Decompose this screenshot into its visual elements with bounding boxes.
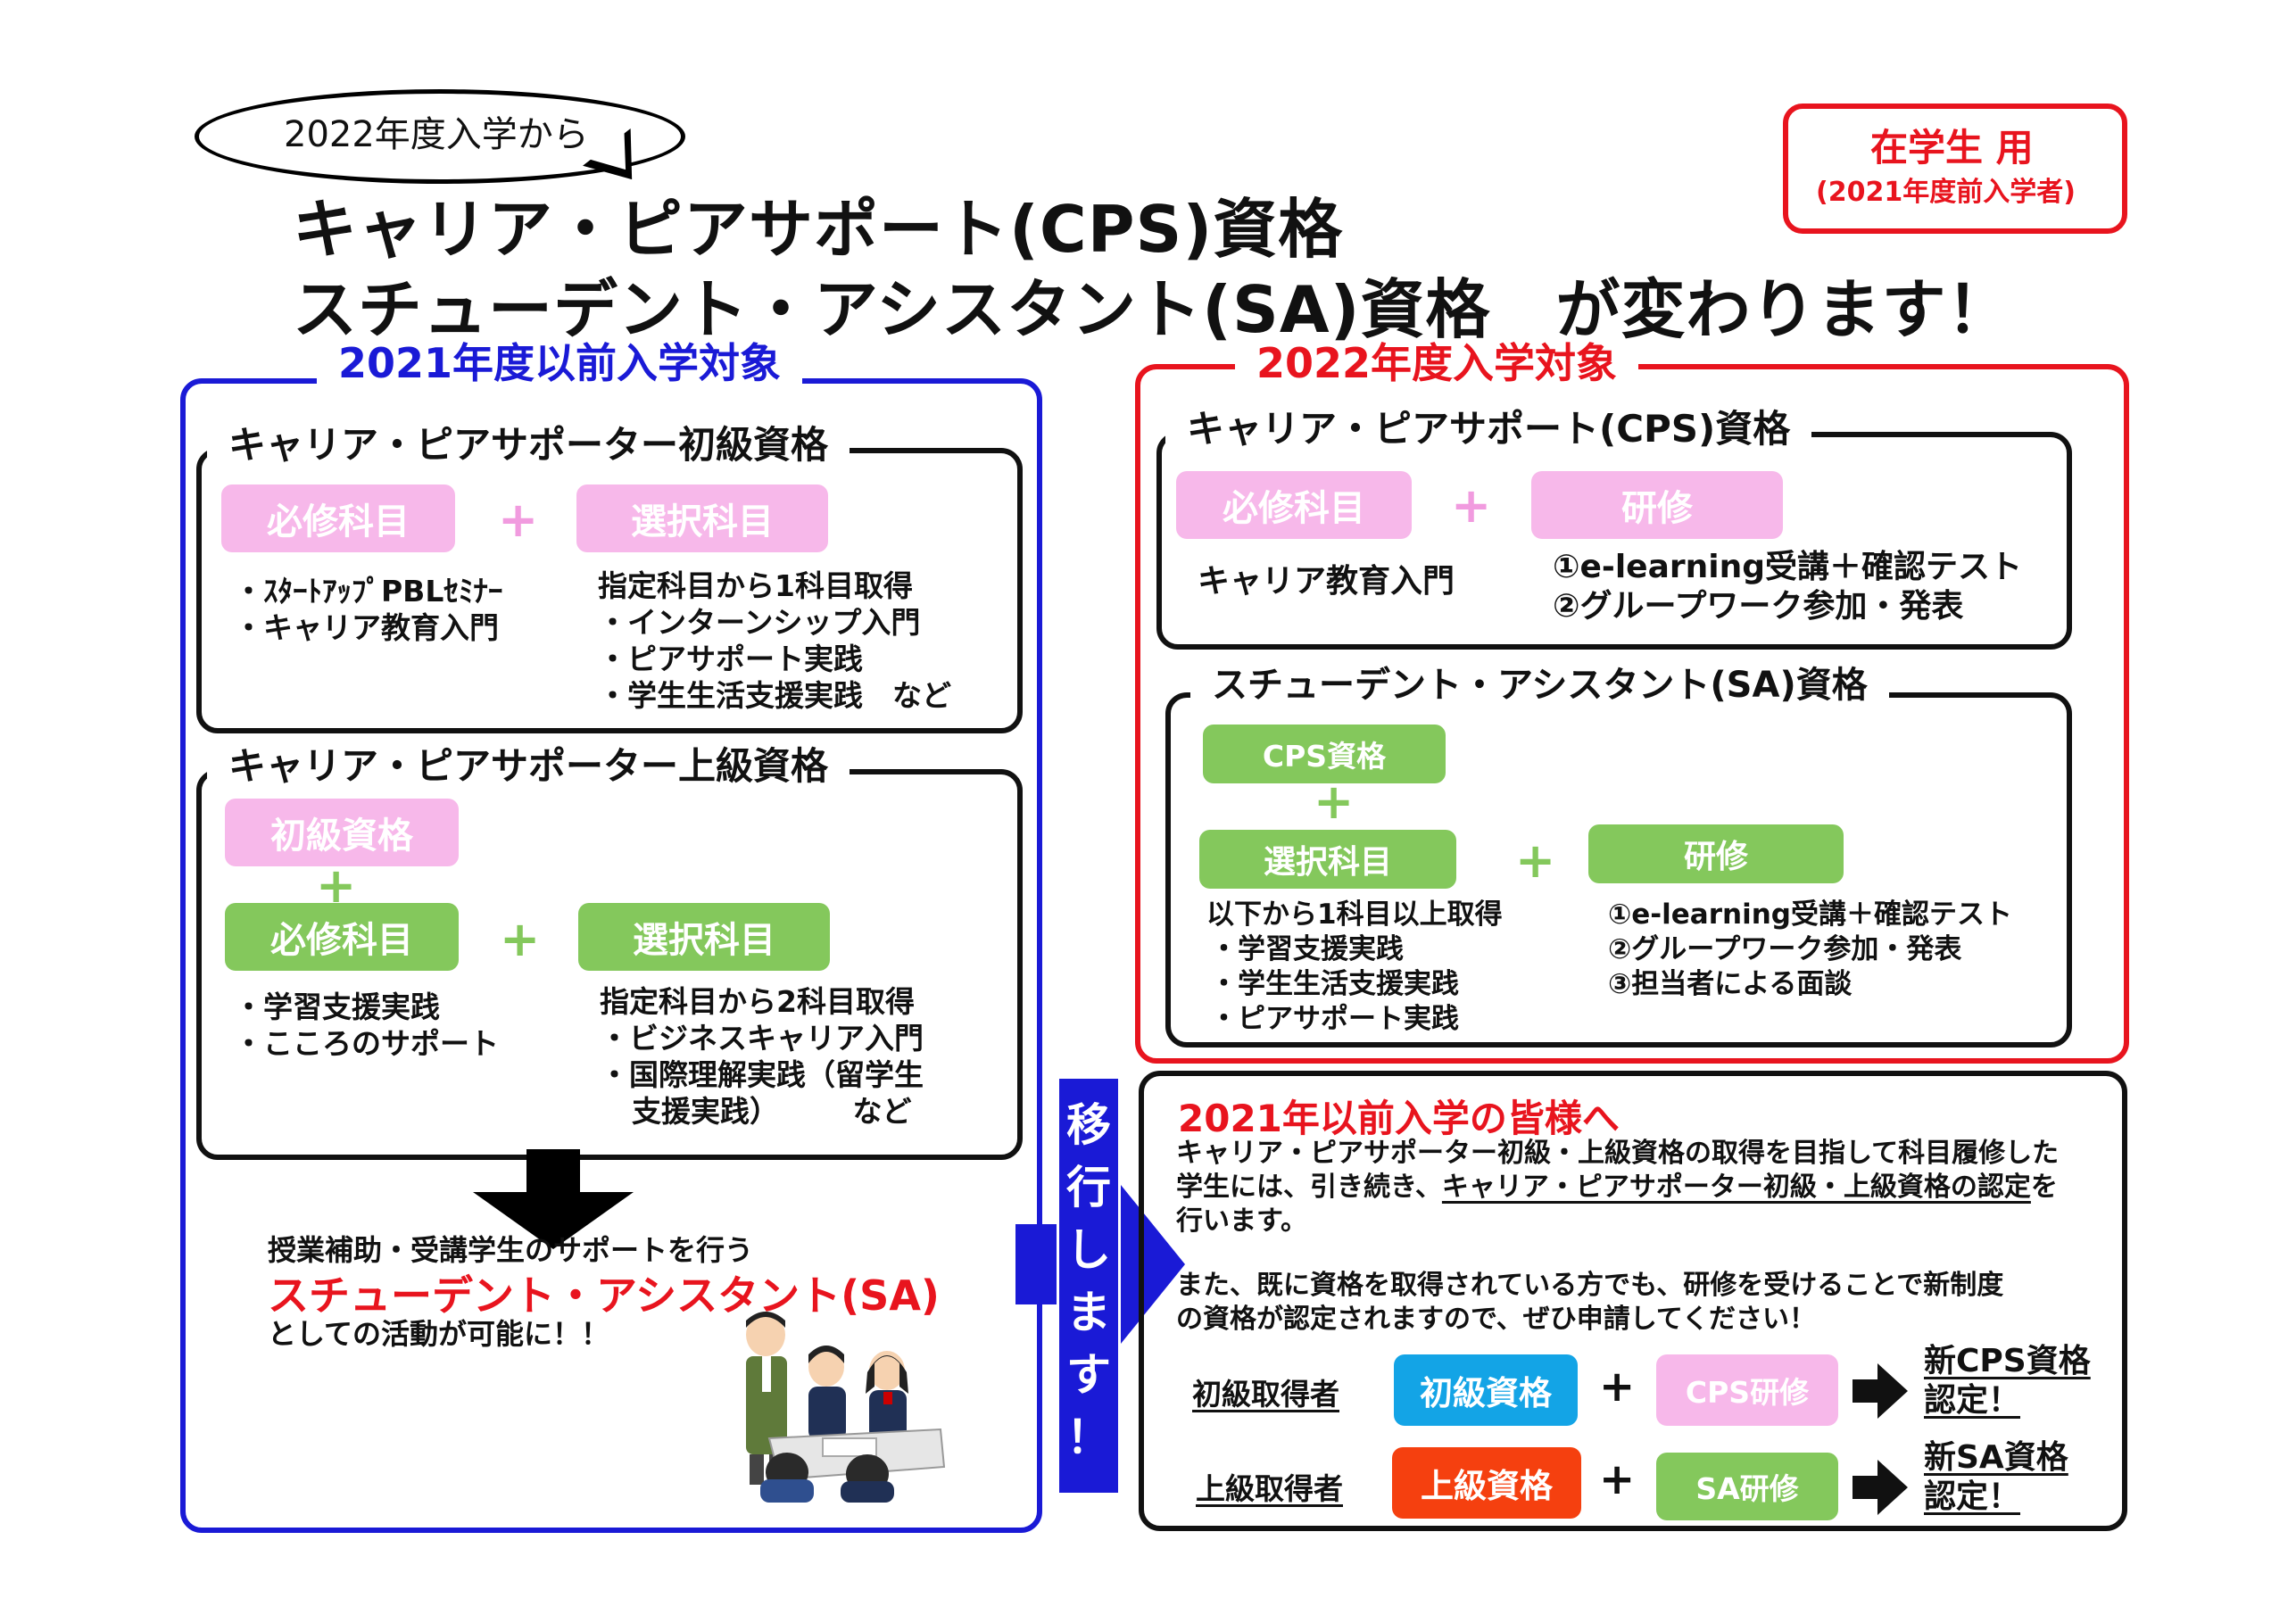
row1-result: 新CPS資格 認定！	[1924, 1343, 2091, 1419]
advanced-required-label: 必修科目	[225, 903, 459, 971]
right-arrow-icon	[1853, 1460, 1908, 1515]
sa-title: スチューデント・アシスタント(SA)資格	[1190, 667, 1889, 703]
plus-icon: +	[316, 857, 357, 914]
plus-icon: +	[500, 911, 541, 967]
row2-result: 新SA資格 認定！	[1924, 1439, 2068, 1515]
list-item: ①e-learning受講＋確認テスト	[1553, 549, 2023, 585]
advanced-elective-list: 指定科目から2科目取得 ・ビジネスキャリア入門 ・国際理解実践（留学生 支援実践…	[600, 983, 924, 1130]
left-panel-heading: 2021年度以前入学対象	[317, 343, 803, 384]
list-item: 指定科目から1科目取得	[598, 568, 913, 603]
row1-qual: 初級資格	[1394, 1354, 1578, 1426]
sa-lead-text: 授業補助・受講学生のサポートを行う	[268, 1233, 754, 1267]
cps-required-item: キャリア教育入門	[1198, 563, 1455, 600]
list-item: 以下から1科目以上取得	[1206, 898, 1503, 931]
page-title-line2: スチューデント・アシスタント(SA)資格 が変わります！	[293, 272, 2012, 347]
sa-name-text: スチューデント・アシスタント(SA)	[268, 1271, 940, 1320]
beginner-elective-list: 指定科目から1科目取得 ・インターンシップ入門 ・ピアサポート実践 ・学生生活支…	[598, 567, 951, 714]
speech-bubble	[195, 89, 685, 184]
advanced-required-list: ・学習支援実践 ・こころのサポート	[234, 989, 499, 1062]
advanced-elective-label: 選択科目	[578, 903, 830, 971]
list-item: ・学生生活支援実践 など	[598, 678, 951, 713]
advanced-prereq-label: 初級資格	[225, 799, 459, 866]
plus-icon: +	[1314, 774, 1355, 830]
plus-icon: +	[498, 492, 539, 548]
list-item: ・国際理解実践（留学生	[600, 1057, 924, 1092]
plus-icon: +	[1599, 1454, 1636, 1504]
transition-bar	[1057, 1076, 1121, 1495]
page-title-line1: キャリア・ピアサポート(CPS)資格	[293, 192, 1344, 267]
cps-title: キャリア・ピアサポート(CPS)資格	[1165, 410, 1812, 448]
list-item: ・学習支援実践	[1210, 933, 1404, 965]
cps-training-label: 研修	[1531, 471, 1783, 539]
list-item: ・ピアサポート実践	[1210, 1003, 1459, 1035]
list-item: ・インターンシップ入門	[598, 605, 921, 640]
list-item: 支援実践） など	[632, 1094, 912, 1129]
beginner-title: キャリア・ピアサポーター初級資格	[207, 426, 850, 464]
down-arrow-icon	[473, 1149, 634, 1249]
sa-elective-list: 以下から1科目以上取得 ・学習支援実践 ・学生生活支援実践 ・ピアサポート実践	[1206, 898, 1503, 1037]
notice-box	[1139, 1071, 2127, 1531]
beginner-elective-label: 選択科目	[576, 484, 828, 552]
list-item: 指定科目から2科目取得	[600, 984, 915, 1019]
list-item: ・こころのサポート	[234, 1026, 499, 1061]
list-item: ・ビジネスキャリア入門	[600, 1021, 924, 1056]
row1-training: CPS研修	[1656, 1354, 1838, 1426]
student-badge-line2: (2021年度前入学者)	[1816, 177, 2076, 208]
list-item: ・学習支援実践	[234, 990, 440, 1024]
student-badge	[1783, 104, 2127, 234]
sa-cps-label: CPS資格	[1203, 725, 1446, 783]
notice-paragraph-1: キャリア・ピアサポーター初級・上級資格の取得を目指して科目履修した 学生には、引…	[1176, 1138, 2060, 1237]
list-item: ・ｽﾀｰﾄｱｯﾌﾟPBLｾﾐﾅｰ	[234, 574, 503, 609]
sa-elective-label: 選択科目	[1199, 830, 1456, 889]
list-item: ②グループワーク参加・発表	[1553, 588, 1964, 625]
notice-paragraph-2: また、既に資格を取得されている方でも、研修を受けることで新制度 の資格が認定され…	[1176, 1270, 2004, 1335]
row2-holder: 上級取得者	[1196, 1471, 1343, 1506]
cps-required-label: 必修科目	[1176, 471, 1412, 539]
sa-training-list: ①e-learning受講＋確認テスト ②グループワーク参加・発表 ③担当者によ…	[1608, 898, 2012, 1002]
student-badge-line1: 在学生 用	[1870, 126, 2034, 170]
row1-holder: 初級取得者	[1192, 1377, 1339, 1412]
notice-title: 2021年以前入学の皆様へ	[1178, 1097, 1620, 1140]
advanced-title: キャリア・ピアサポーター上級資格	[207, 748, 850, 785]
list-item: ・キャリア教育入門	[234, 610, 499, 645]
right-panel-heading: 2022年度入学対象	[1235, 343, 1639, 384]
list-item: ①e-learning受講＋確認テスト	[1608, 898, 2012, 931]
beginner-required-list: ・ｽﾀｰﾄｱｯﾌﾟPBLｾﾐﾅｰ ・キャリア教育入門	[234, 573, 502, 646]
plus-icon: +	[1451, 477, 1492, 534]
cps-training-list: ①e-learning受講＋確認テスト ②グループワーク参加・発表	[1553, 548, 2022, 626]
plus-icon: +	[1515, 832, 1556, 889]
row2-qual: 上級資格	[1392, 1447, 1581, 1519]
bubble-text: 2022年度入学から	[284, 114, 589, 155]
beginner-required-label: 必修科目	[221, 484, 455, 552]
classroom-illustration	[746, 1312, 946, 1503]
plus-icon: +	[1599, 1362, 1636, 1412]
list-item: ②グループワーク参加・発表	[1608, 933, 1962, 965]
row2-training: SA研修	[1656, 1453, 1838, 1520]
transition-label: 移 行 し ま す ！	[1066, 1099, 1111, 1463]
list-item: ・学生生活支援実践	[1210, 968, 1459, 1000]
sa-tail-text: としての活動が可能に！！	[268, 1317, 610, 1351]
list-item: ・ピアサポート実践	[598, 642, 863, 676]
right-arrow-icon	[1853, 1363, 1908, 1419]
sa-training-label: 研修	[1588, 824, 1844, 883]
list-item: ③担当者による面談	[1608, 968, 1853, 1000]
